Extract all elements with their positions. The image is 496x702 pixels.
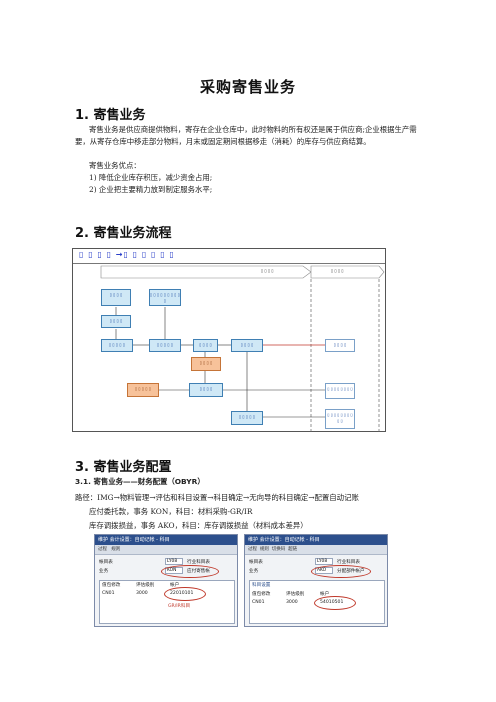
lane-1-label: ▯ ▯ ▯ ▯ [261, 268, 274, 273]
doc-title: 采购寄售业务 [199, 78, 296, 96]
ss1-row2-label: 业务 [99, 569, 109, 574]
flow-box-2: ▯ ▯ ▯ ▯ ▯ ▯ ▯ ▯ ▯ ▯ [149, 289, 181, 306]
ss1-th-1: 值包修改 [102, 583, 121, 588]
ss2-tool-rules[interactable]: 规则 [259, 547, 269, 552]
config-path: 路径：IMG→物料管理→评估和科目设置→科目确定→无向导的科目确定→配置自动记账 [75, 493, 359, 502]
flowchart-header-title: ▯ ▯ ▯ ▯ →▯ ▯ ▯ ▯ ▯ ▯ [79, 250, 175, 259]
flow-side-label-2: ▯ ▯ ▯ ▯ ▯ ▯ ▯ ▯ ▯ ▯ [327, 412, 353, 423]
ss1-account-table: 值包修改 评估级别 帐户 CN01 3000 22010101 GR/IR科目 [99, 580, 235, 624]
section-2-heading: 2. 寄售业务流程 [75, 226, 172, 241]
flow-box-10: ▯ ▯ ▯ ▯ ▯ [127, 383, 159, 397]
ss2-row2-label: 业务 [249, 569, 259, 574]
ss2-row1-value[interactable]: LY08 [315, 558, 333, 565]
advantages-label: 寄售业务优点： [89, 161, 141, 170]
ss2-tool-link[interactable]: 超链 [288, 547, 298, 552]
lane-2-label: ▯ ▯ ▯ ▯ [331, 268, 344, 273]
ss1-th-3: 帐户 [170, 583, 180, 588]
section-1-heading: 1. 寄售业务 [75, 108, 146, 123]
ss2-highlight-circle [311, 565, 371, 578]
ss2-tool-process[interactable]: 过程 [248, 547, 257, 552]
flow-box-9: ▯ ▯ ▯ ▯ [191, 357, 221, 371]
ss1-td-1: CN01 [102, 591, 115, 596]
flow-box-11: ▯ ▯ ▯ ▯ [189, 383, 223, 397]
section-3-1-heading: 3.1. 寄售业务——财务配置（OBYR） [75, 477, 205, 486]
ss1-note: GR/IR科目 [168, 604, 191, 609]
ss2-th-1: 值包修改 [252, 592, 271, 597]
ss1-tool-process[interactable]: 过程 [98, 547, 107, 552]
ss1-tool-rules[interactable]: 规则 [111, 547, 121, 552]
advantage-item-1: 1) 降低企业库存积压，减少资金占用; [89, 173, 213, 182]
ss2-toolbar: 过程 规则 切换码 超链 [245, 545, 387, 555]
advantage-item-2: 2) 企业把主要精力放到制定服务水平; [89, 185, 213, 194]
ss1-account-circle [164, 587, 206, 601]
ss2-account-circle [314, 596, 356, 610]
section-1-paragraph: 寄售业务是供应商提供物料，寄存在企业仓库中，此时物料的所有权还是属于供应商;企业… [75, 125, 417, 146]
ss1-row1-desc: 行业科目表 [187, 560, 210, 565]
ss2-table-title: 科目设置 [252, 583, 271, 588]
ss1-td-2: 3000 [136, 591, 148, 596]
flow-box-6: ▯ ▯ ▯ ▯ [193, 339, 218, 352]
ss2-title: 维护 会计设置：自动记帐 - 科目 [245, 535, 387, 545]
flow-side-label-1: ▯ ▯ ▯ ▯ ▯ ▯ ▯ ▯ [327, 386, 353, 391]
ss1-th-2: 评估级别 [136, 583, 155, 588]
flowchart-header: ▯ ▯ ▯ ▯ →▯ ▯ ▯ ▯ ▯ ▯ [73, 249, 385, 264]
flowchart-lines [100, 265, 385, 433]
flow-box-3: ▯ ▯ ▯ ▯ [101, 315, 131, 328]
ss2-td-2: 3000 [286, 600, 298, 605]
ss1-toolbar: 过程 规则 [95, 545, 237, 555]
screenshot-ako: 维护 会计设置：自动记帐 - 科目 过程 规则 切换码 超链 帐目表 LY08 … [244, 534, 388, 627]
flow-box-12: ▯ ▯ ▯ ▯ ▯ [231, 411, 263, 425]
flow-box-1: ▯ ▯ ▯ ▯ [101, 289, 131, 306]
flow-box-8: ▯ ▯ ▯ ▯ [325, 339, 355, 352]
process-flowchart: ▯ ▯ ▯ ▯ →▯ ▯ ▯ ▯ ▯ ▯ ▯ ▯ ▯ ▯ ▯ ▯ ▯ ▯ ▯ ▯… [72, 248, 386, 433]
ss2-th-2: 评估级别 [286, 592, 305, 597]
ss1-row1-value[interactable]: LY08 [165, 558, 183, 565]
ss2-th-3: 帐户 [320, 592, 330, 597]
config-line-1: 应付委托款，事务 KON，科目：材料采购-GR/IR [89, 507, 253, 516]
screenshot-kon: 维护 会计设置：自动记帐 - 科目 过程 规则 帐目表 LY08 行业科目表 业… [94, 534, 238, 627]
flow-box-5: ▯ ▯ ▯ ▯ ▯ [149, 339, 181, 352]
ss2-td-1: CN01 [252, 600, 265, 605]
section-3-heading: 3. 寄售业务配置 [75, 460, 172, 475]
config-line-2: 库存调拨损益，事务 AKO，科目：库存调拨损益（材料成本差异） [89, 521, 308, 530]
flow-box-4: ▯ ▯ ▯ ▯ ▯ [101, 339, 133, 352]
flow-side-box-2: ▯ ▯ ▯ ▯ ▯ ▯ ▯ ▯ ▯ ▯ [325, 409, 355, 429]
ss2-tool-switch[interactable]: 切换码 [271, 547, 286, 552]
flow-box-7: ▯ ▯ ▯ ▯ [231, 339, 263, 352]
ss2-row1-desc: 行业科目表 [337, 560, 360, 565]
ss2-account-table: 科目设置 值包修改 评估级别 帐户 CN01 3000 54010501 [249, 580, 385, 624]
flow-side-box-1: ▯ ▯ ▯ ▯ ▯ ▯ ▯ ▯ [325, 383, 355, 399]
ss1-highlight-circle [161, 565, 219, 578]
ss1-title: 维护 会计设置：自动记帐 - 科目 [95, 535, 237, 545]
ss2-row1-label: 帐目表 [249, 560, 263, 565]
ss1-row1-label: 帐目表 [99, 560, 113, 565]
